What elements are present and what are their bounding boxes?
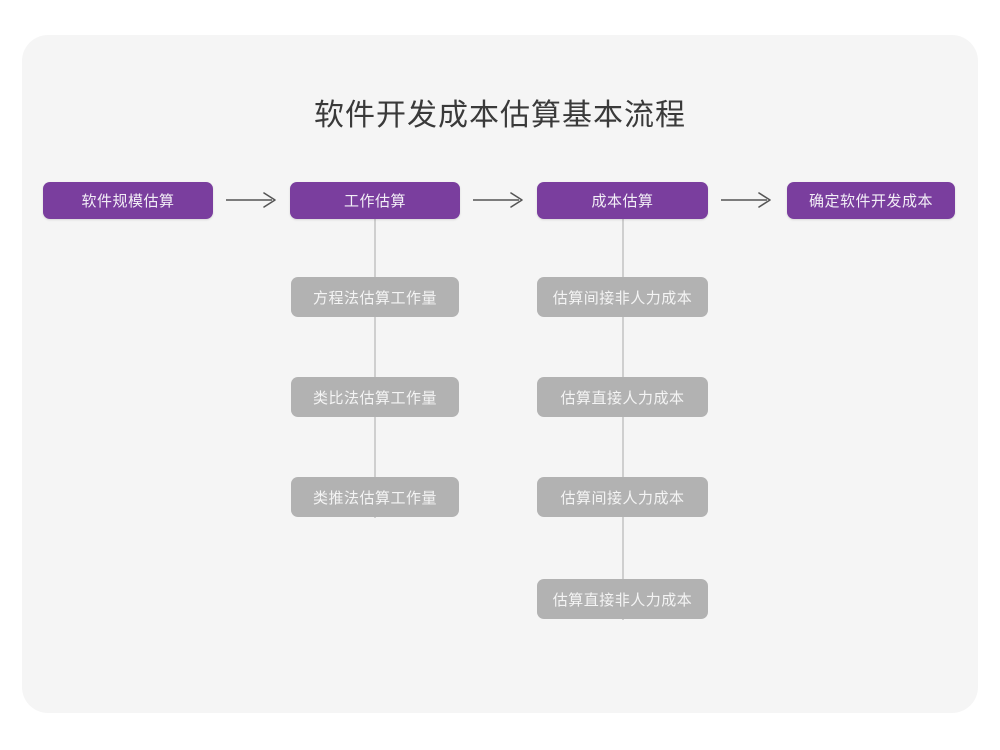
substep-box-stage-3-4[interactable]: 估算直接非人力成本 — [537, 579, 708, 619]
stage-box-4[interactable]: 确定软件开发成本 — [787, 182, 955, 219]
substep-box-stage-2-1[interactable]: 方程法估算工作量 — [291, 277, 459, 317]
stage-box-3[interactable]: 成本估算 — [537, 182, 708, 219]
page-title: 软件开发成本估算基本流程 — [314, 99, 686, 132]
substep-box-stage-3-3[interactable]: 估算间接人力成本 — [537, 477, 708, 517]
arrow-stage-2-to-3 — [473, 191, 525, 209]
connector-line-stage-3 — [622, 218, 624, 620]
arrow-stage-1-to-2 — [226, 191, 278, 209]
substep-box-stage-3-1[interactable]: 估算间接非人力成本 — [537, 277, 708, 317]
stage-box-1[interactable]: 软件规模估算 — [43, 182, 213, 219]
stage-box-2[interactable]: 工作估算 — [290, 182, 460, 219]
substep-box-stage-2-2[interactable]: 类比法估算工作量 — [291, 377, 459, 417]
diagram-card — [22, 35, 978, 713]
substep-box-stage-3-2[interactable]: 估算直接人力成本 — [537, 377, 708, 417]
substep-box-stage-2-3[interactable]: 类推法估算工作量 — [291, 477, 459, 517]
arrow-stage-3-to-4 — [721, 191, 773, 209]
connector-line-stage-2 — [374, 218, 376, 518]
